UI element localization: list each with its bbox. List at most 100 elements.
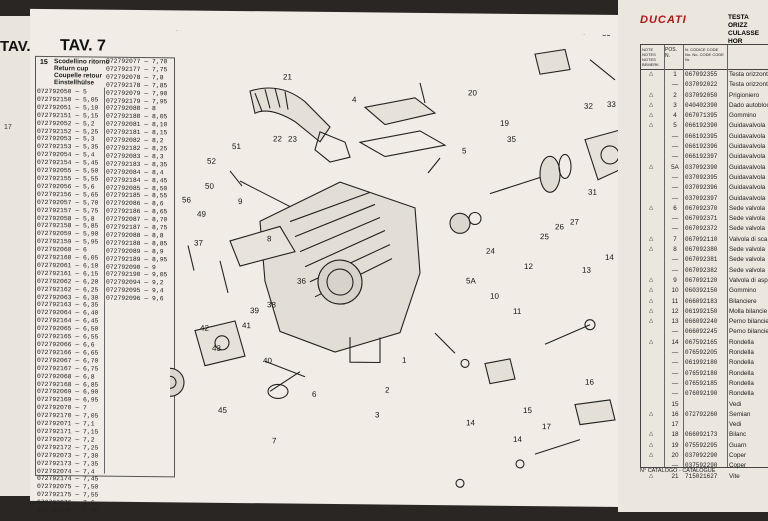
row-note: △	[649, 441, 654, 448]
valve-cover	[363, 97, 437, 126]
row-note: △	[649, 338, 654, 345]
table-row: 072792052 — 5,2	[37, 119, 95, 128]
row-pos: 9	[673, 276, 677, 284]
callout-label: 8	[267, 234, 272, 243]
table-row: 072792183 — 8,35	[106, 160, 168, 169]
callout-label: 5	[462, 146, 467, 155]
rocker-shaft-17	[534, 439, 581, 455]
row-pos: 6	[673, 204, 677, 212]
row-pos: —	[671, 225, 679, 233]
row-code: 076592205	[685, 349, 718, 357]
row-code: 037592290	[685, 462, 718, 470]
row-desc: Valvola di sca	[729, 235, 768, 243]
table-row: 072792172 — 7,25	[37, 443, 99, 452]
row-pos: —	[671, 266, 679, 274]
callout-label: 41	[242, 321, 251, 330]
row-code: 037092050	[685, 91, 718, 99]
row-code: 037092290	[685, 451, 718, 459]
row-desc: Vite	[729, 472, 740, 480]
row-desc: Sede valvola	[729, 215, 766, 223]
callout-label: 49	[197, 210, 206, 219]
callout-label: 4	[352, 95, 357, 104]
row-note: △	[649, 204, 654, 211]
row-note: △	[649, 451, 654, 458]
row-code: 067592165	[685, 338, 718, 346]
callout-label: 14	[466, 418, 475, 427]
row-desc: Perno bilancie	[729, 328, 768, 336]
callout-label: 45	[218, 406, 227, 415]
list-item: — 067092371 Sede valvola	[641, 215, 768, 225]
cover-gasket	[358, 130, 447, 158]
row-desc: Rondella	[729, 369, 754, 377]
row-desc: Guidavalvola	[729, 173, 766, 181]
callout-label: 12	[524, 262, 533, 271]
row-code: 066192390	[685, 122, 718, 130]
row-desc: Guidavalvola	[729, 184, 766, 192]
row-code: 037092395	[685, 173, 718, 181]
callout-label: 17	[542, 422, 551, 431]
bevel-gear	[449, 212, 471, 234]
row-pos: —	[671, 215, 679, 223]
row-note: △	[649, 71, 654, 77]
table-row: 072792084 — 8,4	[106, 168, 164, 176]
cover-screw	[419, 82, 426, 104]
left-page-ref: 17	[4, 124, 12, 131]
rocker-18	[574, 399, 616, 426]
callout-label: 37	[194, 239, 203, 248]
callout-label: 9	[238, 197, 243, 206]
row-desc: Sede valvola	[729, 256, 766, 264]
table-ref: 15	[40, 58, 48, 67]
row-note: △	[649, 297, 654, 304]
row-code: 066092245	[685, 328, 718, 336]
table-row: 072792089 — 8,9	[106, 247, 164, 255]
stud-left	[187, 245, 195, 271]
table-row: 072792162 — 6,25	[37, 285, 99, 294]
callout-label: 40	[263, 356, 272, 365]
row-desc: Testa orizzont	[729, 81, 768, 89]
table-row: 072792173 — 7,35	[37, 459, 99, 468]
valve-left	[239, 180, 291, 208]
row-code: 067092380	[685, 246, 718, 254]
callout-label: 1	[402, 356, 407, 365]
title-it: TESTA ORIZZ	[728, 14, 749, 29]
row-desc: Gommino	[729, 287, 757, 295]
row-note: △	[649, 431, 654, 438]
table-row: 072792184 — 8,45	[106, 176, 168, 184]
callout-label: 15	[523, 406, 532, 415]
row-pos: 19	[671, 441, 679, 449]
row-pos: 7	[673, 235, 677, 243]
row-pos: —	[671, 194, 679, 202]
row-desc: Coper	[729, 462, 747, 470]
row-pos: 18	[671, 431, 679, 439]
callout-label: 19	[500, 119, 509, 128]
row-code: 066192396	[685, 143, 718, 151]
row-desc: Guidavalvola	[729, 194, 766, 202]
row-pos: —	[671, 153, 679, 161]
callout-label: 26	[555, 222, 564, 231]
row-code: 067092371	[685, 215, 718, 223]
table-row: 072792189 — 8,95	[106, 255, 168, 263]
row-note: △	[649, 235, 654, 242]
callout-label: 21	[283, 72, 292, 81]
row-desc: Dado autobloc	[729, 101, 768, 109]
row-code: 066092173	[685, 431, 718, 439]
row-code: 075592295	[685, 441, 718, 449]
row-pos: 5A	[671, 163, 679, 171]
row-pos: 8	[673, 246, 677, 254]
callout-label: 32	[584, 102, 593, 111]
row-note: △	[649, 163, 654, 170]
callout-label: 36	[297, 277, 306, 286]
row-note: △	[649, 287, 654, 294]
row-note: △	[649, 112, 654, 119]
row-note: △	[649, 101, 654, 108]
callout-label: 3	[375, 410, 380, 419]
